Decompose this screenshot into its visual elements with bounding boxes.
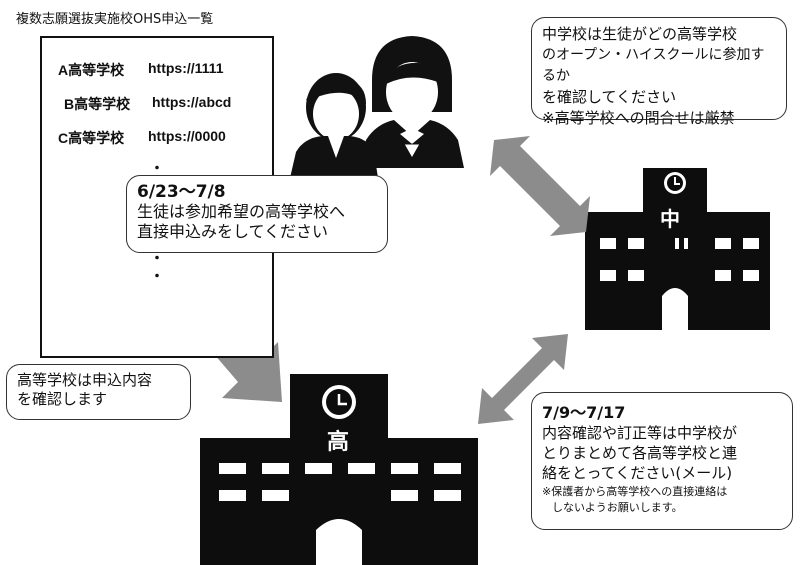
- callout-high-school-check: 高等学校は申込内容 を確認します: [6, 364, 191, 420]
- school-url-link[interactable]: https://abcd: [152, 94, 232, 110]
- ellipsis-dot: ・: [150, 251, 164, 267]
- school-name: C高等学校: [58, 130, 125, 146]
- school-name: B高等学校: [64, 96, 131, 112]
- callout-text: 内容確認や訂正等は中学校が: [542, 424, 738, 442]
- list-item: B高等学校 https://abcd: [64, 94, 231, 114]
- school-name: A高等学校: [58, 62, 125, 78]
- callout-text: を確認します: [17, 390, 108, 408]
- callout-text: のオープン・ハイスクールに参加するか: [542, 47, 765, 84]
- callout-text: 絡をとってください(メール): [542, 464, 733, 482]
- callout-text: 中学校は生徒がどの高等学校: [542, 25, 738, 43]
- ellipsis-dot: ・: [150, 161, 164, 177]
- callout-text: 生徒は参加希望の高等学校へ: [137, 202, 346, 221]
- school-url-link[interactable]: https://1111: [148, 60, 224, 76]
- list-item: A高等学校 https://1111: [58, 60, 223, 80]
- middle-school-label: 中: [660, 207, 680, 231]
- callout-note: しないようお願いします。: [552, 501, 683, 514]
- arrow-students-middle-school: [490, 136, 590, 236]
- apply-date-range: 6/23～7/8: [137, 182, 226, 202]
- school-url-link[interactable]: https://0000: [148, 128, 226, 144]
- list-title: 複数志願選抜実施校OHS申込一覧: [16, 12, 214, 27]
- high-school-building-icon: [200, 374, 478, 565]
- callout-text: を確認してください: [542, 88, 677, 106]
- callout-text: 直接申込みをしてください: [137, 222, 329, 241]
- high-school-label: 高: [327, 429, 349, 455]
- callout-contact: 7/9～7/17 内容確認や訂正等は中学校が とりまとめて各高等学校と連 絡をと…: [531, 392, 793, 530]
- male-student-icon: [290, 73, 378, 178]
- callout-middle-school: 中学校は生徒がどの高等学校 のオープン・ハイスクールに参加するか を確認してくだ…: [531, 17, 787, 127]
- arrow-middle-high-school: [478, 334, 568, 424]
- callout-text: とりまとめて各高等学校と連: [542, 444, 738, 462]
- callout-text: 高等学校は申込内容: [17, 371, 153, 389]
- callout-note: ※保護者から高等学校への直接連絡は: [542, 485, 728, 498]
- ellipsis-dot: ・: [150, 269, 164, 285]
- callout-student-application: 6/23～7/8 生徒は参加希望の高等学校へ 直接申込みをしてください: [126, 175, 388, 253]
- list-item: C高等学校 https://0000: [58, 128, 226, 148]
- students-icon: [290, 36, 464, 178]
- middle-school-building-icon: [585, 168, 770, 330]
- female-student-icon: [360, 36, 464, 168]
- callout-text: ※高等学校への問合せは厳禁: [542, 109, 735, 127]
- contact-date-range: 7/9～7/17: [542, 403, 626, 422]
